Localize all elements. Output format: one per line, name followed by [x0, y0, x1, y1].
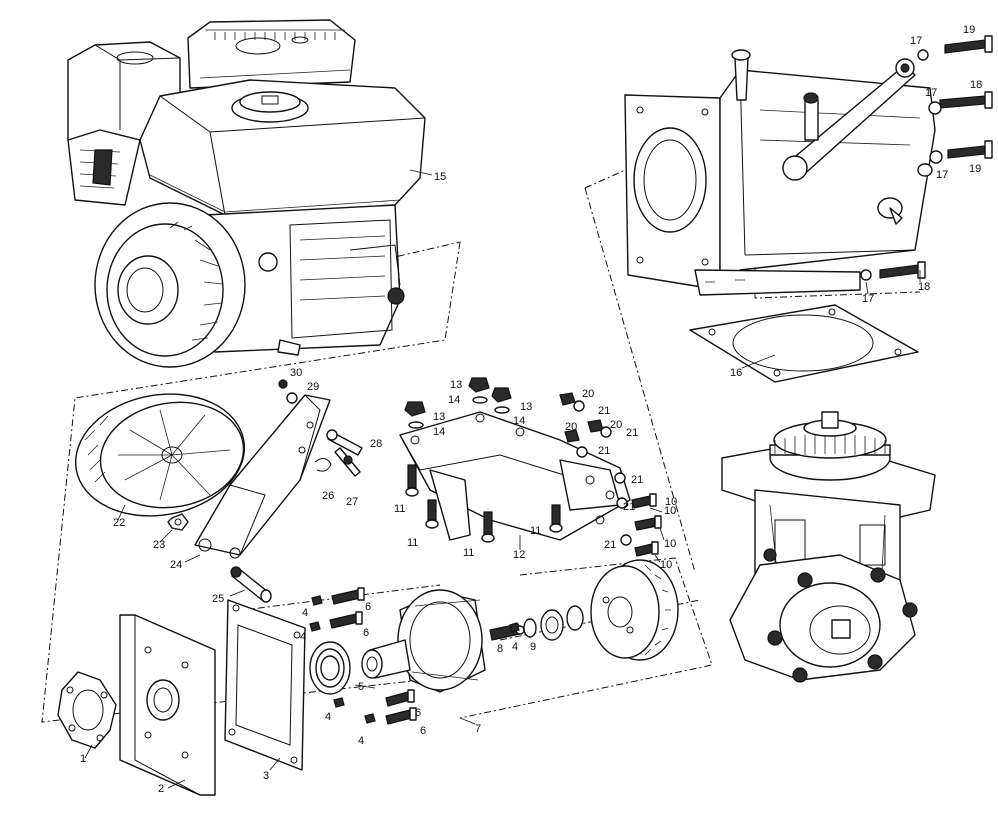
callout-4: 4 — [358, 735, 364, 747]
callout-3: 3 — [263, 770, 269, 782]
callout-9: 9 — [530, 641, 536, 653]
callout-13: 13 — [433, 411, 445, 423]
nuts-20-washers-21 — [559, 392, 632, 546]
gasket-1 — [57, 671, 117, 749]
callout-28: 28 — [370, 438, 382, 450]
callout-6: 6 — [420, 725, 426, 737]
callout-13: 13 — [450, 379, 462, 391]
callout-21: 21 — [598, 445, 610, 457]
callout-21: 21 — [623, 501, 635, 513]
bearing-5 — [309, 641, 351, 695]
callout-11: 11 — [463, 547, 474, 559]
leader-lines — [84, 169, 921, 789]
callout-16: 16 — [730, 367, 742, 379]
bolts-6-nuts-4 — [309, 587, 520, 725]
callout-14: 14 — [513, 415, 525, 427]
callout-6: 6 — [365, 601, 371, 613]
callout-10: 10 — [664, 538, 676, 550]
callout-23: 23 — [153, 539, 165, 551]
fork-arm-24 — [194, 394, 331, 559]
bolts-11 — [405, 464, 563, 543]
callout-14: 14 — [433, 426, 445, 438]
pin-25 — [230, 566, 272, 603]
callout-22: 22 — [113, 517, 125, 529]
callout-19: 19 — [969, 163, 981, 175]
clutch-assembly — [590, 559, 679, 661]
gasket-16 — [689, 304, 919, 383]
callout-27: 27 — [346, 496, 358, 508]
callout-11: 11 — [394, 503, 405, 515]
callout-25: 25 — [212, 593, 224, 605]
callout-4: 4 — [512, 641, 518, 653]
callout-21: 21 — [626, 427, 638, 439]
callout-19: 19 — [963, 24, 975, 36]
callout-12: 12 — [513, 549, 525, 561]
callout-13: 13 — [520, 401, 532, 413]
callout-10: 10 — [664, 505, 676, 517]
bolts-10 — [631, 493, 662, 557]
callout-4: 4 — [300, 631, 306, 643]
callout-11: 11 — [530, 525, 541, 537]
shaft-parts-8-9 — [489, 605, 584, 641]
callout-8: 8 — [497, 643, 503, 655]
callout-11: 11 — [407, 537, 418, 549]
callout-2: 2 — [158, 783, 164, 795]
callout-5: 5 — [358, 681, 364, 693]
gasket-3 — [224, 599, 306, 771]
callout-4: 4 — [325, 711, 331, 723]
callout-20: 20 — [610, 419, 622, 431]
callout-10: 10 — [665, 496, 677, 508]
callout-17: 17 — [925, 87, 937, 99]
callout-21: 21 — [604, 539, 616, 551]
bracket-12 — [399, 411, 631, 541]
small-parts-26-28 — [278, 379, 363, 477]
right-bolts — [860, 35, 993, 281]
callout-labels: 1 2 3 4 4 4 4 4 5 6 6 6 6 7 8 9 10 10 10… — [80, 24, 982, 795]
callout-17: 17 — [862, 293, 874, 305]
callout-26: 26 — [322, 490, 334, 502]
wheel-22 — [74, 393, 246, 517]
callout-21: 21 — [631, 474, 643, 486]
nut-23 — [167, 513, 189, 531]
nuts-13-washers-14 — [404, 377, 512, 429]
callout-15: 15 — [434, 171, 446, 183]
callout-17: 17 — [936, 169, 948, 181]
callout-7: 7 — [475, 723, 481, 735]
callout-6: 6 — [415, 707, 421, 719]
callout-6: 6 — [363, 627, 369, 639]
callout-24: 24 — [170, 559, 182, 571]
callout-4: 4 — [302, 607, 308, 619]
callout-18: 18 — [970, 79, 982, 91]
engine-assembly — [67, 19, 426, 368]
callout-10: 10 — [660, 559, 672, 571]
callout-14: 14 — [448, 394, 460, 406]
callout-20: 20 — [565, 421, 577, 433]
gearbox-housing — [624, 49, 936, 296]
callout-1: 1 — [80, 753, 86, 765]
drum-7 — [361, 589, 486, 693]
callout-30: 30 — [290, 367, 302, 379]
callout-21: 21 — [598, 405, 610, 417]
gearbox-lower — [721, 411, 936, 683]
callout-17: 17 — [910, 35, 922, 47]
callout-29: 29 — [307, 381, 319, 393]
callout-18: 18 — [918, 281, 930, 293]
callout-20: 20 — [582, 388, 594, 400]
plate-2 — [119, 614, 216, 796]
